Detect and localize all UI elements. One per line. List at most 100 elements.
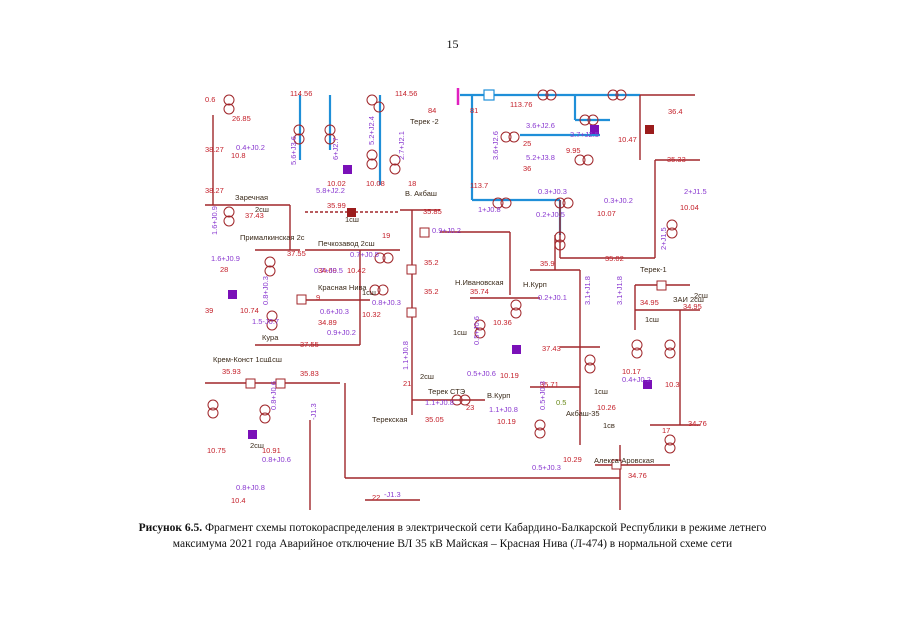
flow-label: 0.7+J0.5 xyxy=(350,250,379,259)
flow-label: 0.8+J0.3 xyxy=(372,298,401,307)
load-marker-red xyxy=(347,208,356,217)
station-label: Прималкинская 2с xyxy=(240,233,305,242)
secondary-voltage-label: 10.74 xyxy=(240,306,259,315)
transformer-icon xyxy=(607,89,627,101)
transformer-icon xyxy=(500,131,520,143)
transformer-icon xyxy=(666,219,678,239)
secondary-voltage-label: 10.04 xyxy=(680,203,699,212)
secondary-voltage-label: 10.42 xyxy=(347,266,366,275)
flow-label-vertical: 3.6+J2.6 xyxy=(491,131,500,160)
page-number: 15 xyxy=(446,37,459,51)
flow-label: 0.6+J0.3 xyxy=(320,307,349,316)
voltage-label: 35.99 xyxy=(327,201,346,210)
voltage-label: 26.85 xyxy=(232,114,251,123)
flow-label: 5.2+J3.8 xyxy=(526,153,555,162)
bus-section-label: 2сш xyxy=(420,372,434,381)
flow-marker: 25 xyxy=(523,139,531,148)
transformer-icon xyxy=(369,284,389,296)
flow-marker: 22 xyxy=(372,493,380,502)
voltage-label: 34.95 xyxy=(640,298,659,307)
network-110kv xyxy=(298,93,640,235)
flow-label: 0.8+J0.6 xyxy=(262,455,291,464)
figure-label: Рисунок 6.5. xyxy=(138,522,203,534)
flow-label: 0.2+J0.5 xyxy=(536,210,565,219)
switch-box xyxy=(245,378,256,389)
transformer-icon xyxy=(534,419,546,439)
flow-label-vertical: 0.5+J0.3 xyxy=(538,381,547,410)
flow-label: 0.5+J0.6 xyxy=(467,369,496,378)
flow-label: 0.9+J0.2 xyxy=(432,226,461,235)
flow-label-vertical: 3.1+J1.8 xyxy=(583,276,592,305)
flow-marker: 84 xyxy=(428,106,436,115)
flow-label: 1.5-J0.7 xyxy=(252,317,279,326)
transformer-icon xyxy=(264,256,276,277)
transformer-icon xyxy=(574,154,594,166)
transformer-icon xyxy=(554,197,574,209)
flow-label: 0.4+J0.2 xyxy=(236,143,265,152)
secondary-voltage-label: 10.26 xyxy=(597,403,616,412)
voltage-label: 38.27 xyxy=(205,186,224,195)
secondary-voltage-label: 39 xyxy=(205,306,213,315)
flow-label-vertical: 0.8+J0.6 xyxy=(269,381,278,410)
transformer-icon xyxy=(293,124,305,145)
voltage-label: 37.43 xyxy=(245,211,264,220)
bus-section-label: 1сш xyxy=(645,315,659,324)
load-marker xyxy=(228,290,237,299)
figure-caption-text-1: Фрагмент схемы потокораспределения в эле… xyxy=(202,522,767,534)
flow-label-vertical: 1.1+J0.8 xyxy=(401,341,410,370)
voltage-label: 35.9 xyxy=(540,259,555,268)
voltage-label: 35.02 xyxy=(605,254,624,263)
switch-box xyxy=(406,307,417,318)
secondary-voltage-label: 10.75 xyxy=(207,446,226,455)
station-label: В. Акбаш xyxy=(405,189,437,198)
bus-section-label: 1сш xyxy=(594,387,608,396)
transformer-icon xyxy=(207,399,219,419)
voltage-label: 35.93 xyxy=(222,367,241,376)
flow-label-vertical: 2+J1.5 xyxy=(659,227,668,250)
secondary-voltage-label: 10.3 xyxy=(665,380,680,389)
transformer-icon xyxy=(324,124,336,145)
secondary-voltage-label: 9.95 xyxy=(566,146,581,155)
flow-label: 1+J0.8 xyxy=(478,205,501,214)
station-label: Терек-1 xyxy=(640,265,667,274)
voltage-label: 36.4 xyxy=(668,107,683,116)
flow-label: 0.7+J0.5 xyxy=(314,266,343,275)
load-marker xyxy=(248,430,257,439)
flow-label: 1.1+J0.8 xyxy=(425,398,454,407)
secondary-voltage-label: 10.08 xyxy=(366,179,385,188)
secondary-voltage-label: 0.5 xyxy=(556,398,566,407)
flow-marker: 19 xyxy=(382,231,390,240)
switch-box xyxy=(656,280,667,291)
switch-box-110kv xyxy=(483,89,495,101)
flow-label-vertical: 5.6+J3.6 xyxy=(289,136,298,165)
bus-section-label: 1сш xyxy=(268,355,282,364)
flow-marker: 28 xyxy=(220,265,228,274)
voltage-label: 35.83 xyxy=(300,369,319,378)
flow-label-vertical: 3.1+J1.8 xyxy=(615,276,624,305)
station-label: Крем-Конст 1сш xyxy=(213,355,269,364)
transformer-icon xyxy=(451,394,471,406)
voltage-label: 34.69 xyxy=(318,266,337,275)
transformer-icon xyxy=(223,206,235,227)
station-label: ЗАИ 2сш xyxy=(673,295,704,304)
network-35kv xyxy=(205,94,700,510)
load-markers-red xyxy=(347,125,654,217)
secondary-voltage-label: 10.17 xyxy=(622,367,641,376)
station-label: В.Курп xyxy=(487,391,510,400)
flow-marker: 17 xyxy=(662,426,670,435)
station-label: Н.Курп xyxy=(523,280,547,289)
transformer-icon xyxy=(474,319,486,339)
flow-label: 3.6+J2.6 xyxy=(526,121,555,130)
load-marker xyxy=(643,380,652,389)
flow-label-vertical: 1.6+J0.9 xyxy=(210,206,219,235)
load-marker xyxy=(590,125,599,134)
transformer-icon xyxy=(584,354,596,374)
voltage-label: 34.76 xyxy=(628,471,647,480)
voltage-label: 35.85 xyxy=(423,207,442,216)
power-flow-scheme: Заречная Прималкинская 2с Печкозавод 2сш… xyxy=(205,88,708,510)
voltage-label: 35.2 xyxy=(424,258,439,267)
flow-marker: 9 xyxy=(316,293,320,302)
secondary-voltage-label: 10.19 xyxy=(497,417,516,426)
transformers xyxy=(207,89,678,454)
bus-section-label: 1сш xyxy=(362,288,376,297)
